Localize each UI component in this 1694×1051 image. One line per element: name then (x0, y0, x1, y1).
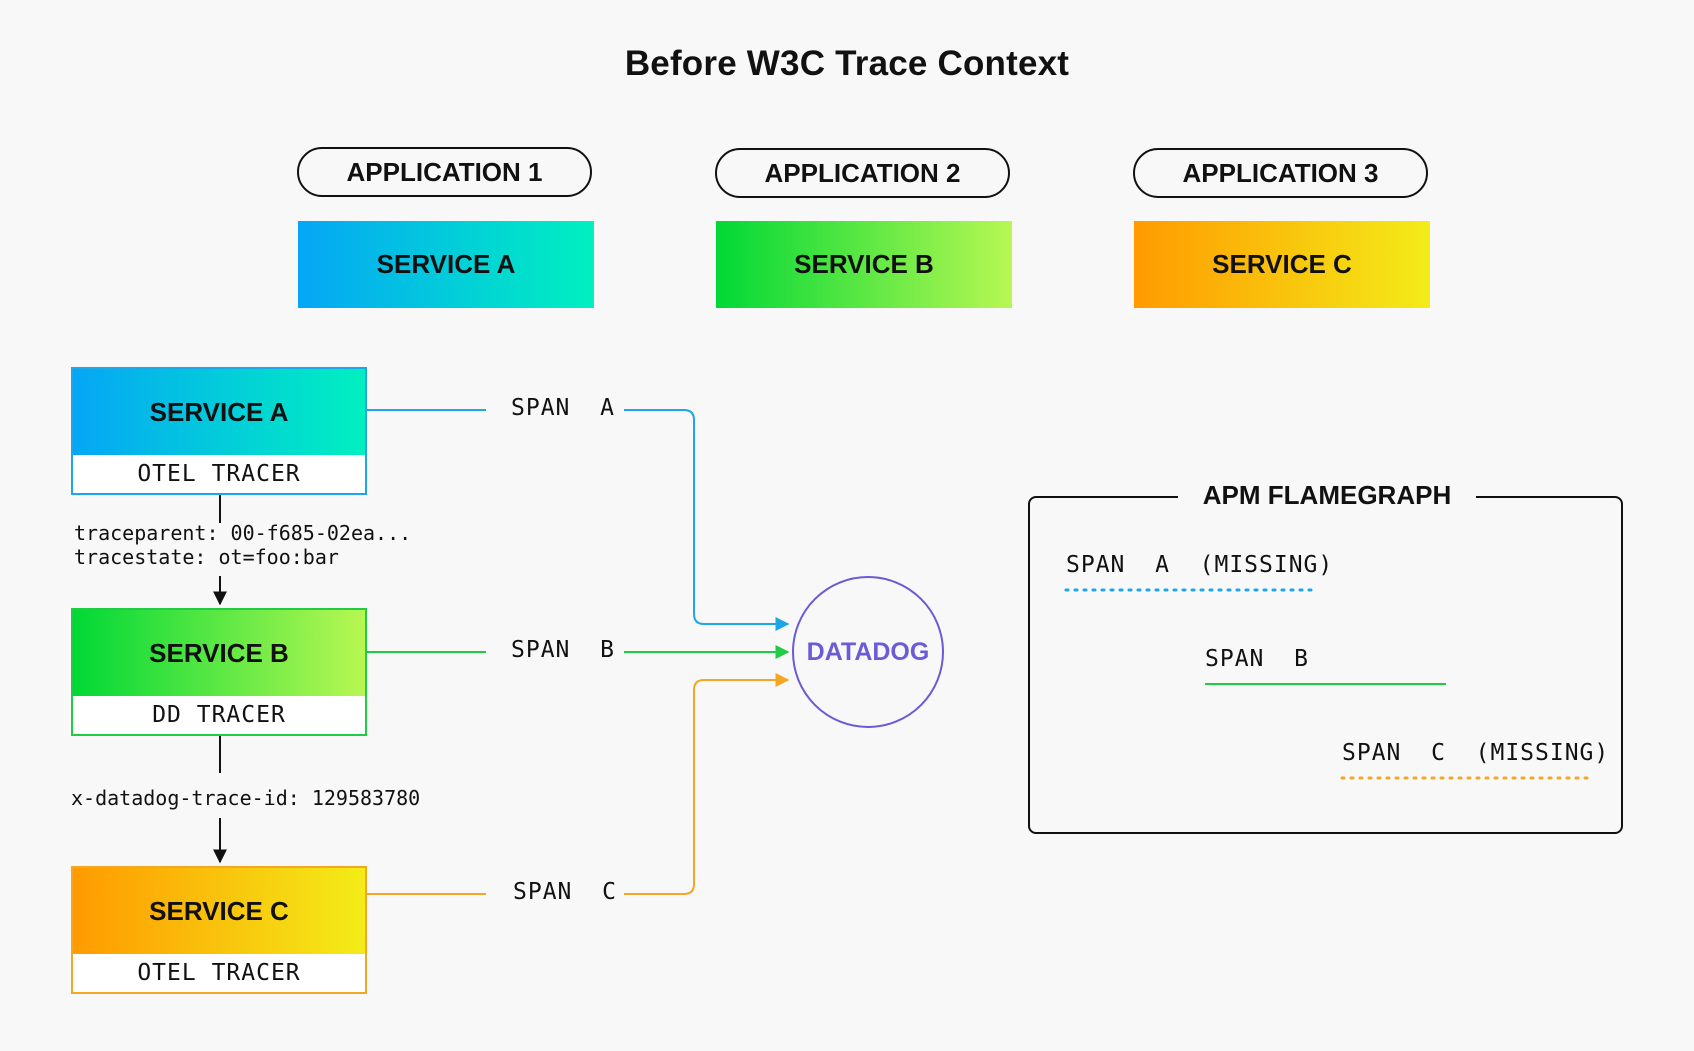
application-2-service: SERVICE B (716, 221, 1012, 308)
application-3-service: SERVICE C (1134, 221, 1430, 308)
apm-flamegraph-title: APM FLAMEGRAPH (1178, 480, 1476, 511)
traceparent-header: traceparent: 00-f685-02ea... (74, 521, 412, 545)
service-c-name: SERVICE C (73, 868, 365, 954)
diagram-title: Before W3C Trace Context (624, 44, 1070, 83)
service-b-card: SERVICE B DD TRACER (71, 608, 367, 736)
service-b-name: SERVICE B (73, 610, 365, 696)
application-1-service: SERVICE A (298, 221, 594, 308)
flame-span-a-label: SPAN A (MISSING) (1066, 552, 1334, 578)
span-a-label: SPAN A (511, 395, 615, 421)
span-c-label: SPAN C (513, 879, 617, 905)
application-2-pill: APPLICATION 2 (715, 148, 1010, 198)
application-3-pill: APPLICATION 3 (1133, 148, 1428, 198)
span-a-wire-out (624, 409, 790, 631)
service-b-tracer: DD TRACER (73, 696, 365, 734)
service-a-card: SERVICE A OTEL TRACER (71, 367, 367, 495)
application-1-pill: APPLICATION 1 (297, 147, 592, 197)
span-b-label: SPAN B (511, 637, 615, 663)
service-c-card: SERVICE C OTEL TRACER (71, 866, 367, 994)
datadog-node: DATADOG (792, 576, 944, 728)
service-a-tracer: OTEL TRACER (73, 455, 365, 493)
apm-flamegraph-panel (1028, 496, 1623, 834)
datadog-trace-id-header: x-datadog-trace-id: 129583780 (71, 786, 421, 810)
service-c-tracer: OTEL TRACER (73, 954, 365, 992)
flame-span-c-label: SPAN C (MISSING) (1342, 740, 1610, 766)
service-a-name: SERVICE A (73, 369, 365, 455)
tracestate-header: tracestate: ot=foo:bar (74, 545, 339, 569)
flame-span-b-label: SPAN B (1205, 646, 1309, 672)
span-c-wire-out (624, 673, 790, 895)
